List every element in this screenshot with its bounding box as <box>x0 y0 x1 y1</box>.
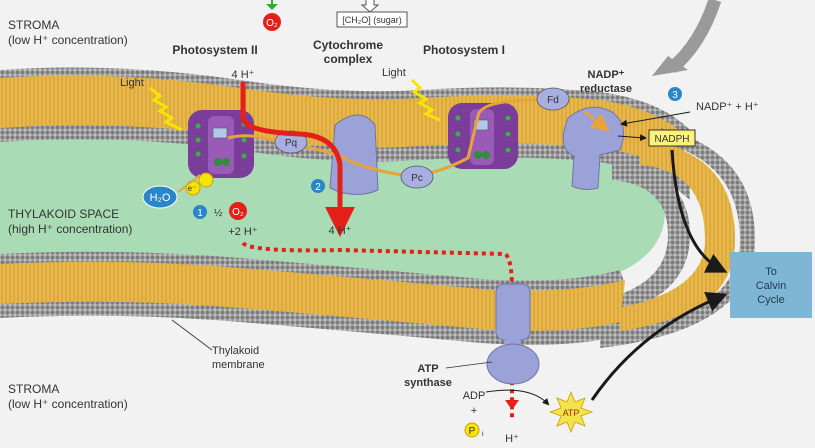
cytochrome-title-2: complex <box>324 52 373 66</box>
step-3-badge <box>668 87 682 101</box>
h-out-label: H⁺ <box>505 433 519 445</box>
ps2-title: Photosystem II <box>172 43 257 57</box>
membrane-label-1: Thylakoid <box>212 345 259 357</box>
light-bolt-1 <box>149 86 183 132</box>
pi-subscript: i <box>482 431 484 438</box>
pc-label: Pc <box>411 173 423 184</box>
fd-label: Fd <box>547 95 559 106</box>
nadp-input-label: NADP⁺ + H⁺ <box>696 101 759 113</box>
pq-label: Pq <box>285 138 297 149</box>
membrane-label-2: membrane <box>212 359 265 371</box>
h-top-label: 4 H⁺ <box>232 69 255 81</box>
step-1-badge <box>193 205 207 219</box>
photosystem-i <box>448 103 518 169</box>
h-lumen-label: 4 H⁺ <box>329 225 352 237</box>
o2-product: O₂ <box>263 0 281 31</box>
plus-label: + <box>471 405 477 417</box>
water-label: H₂O <box>150 192 171 204</box>
adp-label: ADP <box>463 390 486 402</box>
o2-lumen-label: O₂ <box>232 207 244 218</box>
step-1-number: 1 <box>197 208 203 219</box>
atp-star <box>548 390 594 434</box>
lower-thylakoid-membrane <box>0 251 625 345</box>
calvin-cycle-box <box>730 252 812 318</box>
water-molecule <box>142 185 178 209</box>
atp-to-calvin-arrow <box>590 292 728 401</box>
step-2-number: 2 <box>315 182 321 193</box>
nadp-reductase-title-2: reductase <box>580 83 632 95</box>
atp-synthase <box>486 283 540 385</box>
membrane-curve-right <box>600 128 755 348</box>
ps1-title: Photosystem I <box>423 43 505 57</box>
plastoquinone-carrier <box>274 130 308 154</box>
thylakoid-space-subtitle: (high H⁺ concentration) <box>8 222 132 236</box>
incoming-gray-arrow <box>667 0 722 74</box>
ferredoxin-carrier <box>536 87 570 111</box>
nadph-to-calvin-arrow <box>670 149 728 273</box>
step-2-badge <box>311 179 325 193</box>
calvin-line-3: Cycle <box>757 294 785 306</box>
thylakoid-space-title: THYLAKOID SPACE <box>8 207 119 221</box>
o2-lumen-bubble <box>229 202 247 220</box>
calvin-line-1: To <box>765 266 777 278</box>
sugar-label: [CH₂O] (sugar) <box>342 15 402 25</box>
electron-label: e⁻ <box>188 184 197 193</box>
h-split-label: +2 H⁺ <box>228 226 258 238</box>
atp-synthase-title-1: ATP <box>417 363 438 375</box>
stroma-bottom-title: STROMA <box>8 382 59 396</box>
half-prefix: ½ <box>214 208 223 219</box>
pi-label: P <box>469 426 476 437</box>
stroma-top-subtitle: (low H⁺ concentration) <box>8 33 128 47</box>
atp-synthase-title-2: synthase <box>404 377 452 389</box>
pi-bubble <box>464 422 480 438</box>
proton-pump-path <box>240 82 355 237</box>
nadph-box <box>648 129 696 147</box>
light-label-1: Light <box>120 77 144 89</box>
photosystem-ii <box>188 110 254 178</box>
o2-top-label: O₂ <box>266 18 278 29</box>
light-label-2: Light <box>382 67 406 79</box>
atp-label: ATP <box>563 408 580 418</box>
plastocyanin-carrier <box>400 165 434 189</box>
step-3-number: 3 <box>672 90 678 101</box>
cytochrome-title-1: Cytochrome <box>313 38 383 52</box>
light-bolt-2 <box>410 78 441 122</box>
sugar-product: [CH₂O] (sugar) <box>336 0 408 28</box>
stroma-top-title: STROMA <box>8 18 59 32</box>
electron-2 <box>198 172 214 188</box>
nadph-label: NADPH <box>654 134 689 145</box>
nadp-reductase-title-1: NADP⁺ <box>588 69 625 81</box>
proton-gradient-path <box>241 241 514 420</box>
stroma-bottom-subtitle: (low H⁺ concentration) <box>8 397 128 411</box>
calvin-line-2: Calvin <box>756 280 787 292</box>
